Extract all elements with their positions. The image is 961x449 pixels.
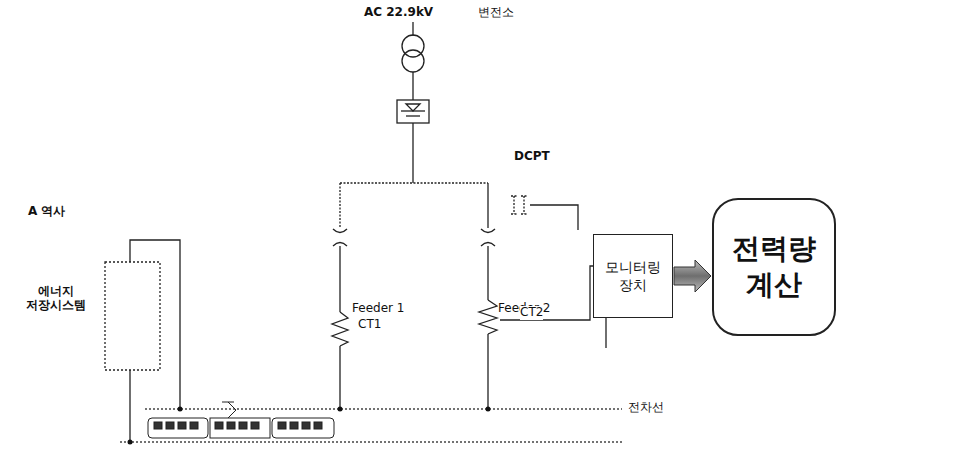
calculation-box: 전력량 계산 bbox=[712, 198, 836, 336]
node-text: 전력량 계산 bbox=[724, 231, 824, 304]
rectifier-symbol bbox=[397, 100, 429, 123]
label: Feeder 1 bbox=[352, 302, 404, 316]
label: AC 22.9kV bbox=[364, 6, 433, 20]
label: A 역사 bbox=[28, 205, 65, 219]
label: CT2 bbox=[520, 306, 543, 320]
breaker-symbol bbox=[333, 229, 495, 246]
label: 변전소 bbox=[478, 6, 514, 20]
train-illustration bbox=[148, 402, 334, 438]
label: 에너지 저장시스템 bbox=[14, 285, 98, 313]
label: 전차선 bbox=[628, 401, 664, 415]
monitoring-box: 모니터링 장치 bbox=[593, 234, 673, 318]
label: CT1 bbox=[358, 318, 381, 332]
ct2-coil bbox=[479, 300, 497, 334]
energy-storage-box bbox=[105, 262, 160, 370]
dcpt-symbol bbox=[511, 196, 527, 214]
ct1-coil bbox=[332, 312, 348, 346]
label: DCPT bbox=[514, 150, 550, 164]
block-arrow bbox=[674, 260, 711, 292]
node-text: 모니터링 장치 bbox=[600, 258, 666, 294]
